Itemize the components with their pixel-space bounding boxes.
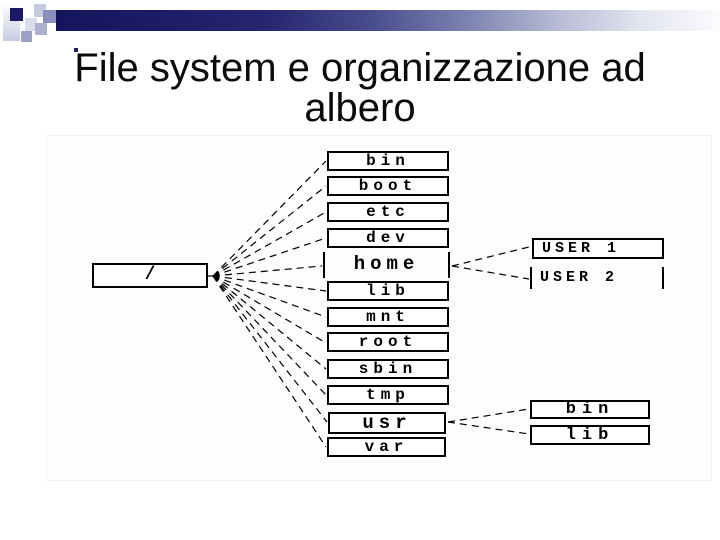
connector-root-dev xyxy=(212,237,327,277)
connector-root-var xyxy=(212,275,327,448)
node-bin: bin xyxy=(327,151,449,171)
node-usr: usr xyxy=(328,412,446,434)
connector-root-root xyxy=(212,275,327,344)
node-usr-bin: bin xyxy=(530,400,650,419)
node-user2: USER 2 xyxy=(530,267,664,289)
node-home: home xyxy=(323,252,450,278)
deco-square xyxy=(21,31,32,42)
connector-usr-bin xyxy=(447,408,530,423)
connector-root-mnt xyxy=(212,275,327,318)
connector-root-lib xyxy=(212,275,327,292)
node-tmp: tmp xyxy=(327,385,449,405)
connector-root-usr xyxy=(212,275,328,423)
deco-square xyxy=(25,18,37,31)
node-boot: boot xyxy=(327,176,449,196)
node-root: / xyxy=(92,263,208,288)
node-user1: USER 1 xyxy=(532,238,664,259)
node-var: var xyxy=(327,437,446,457)
connector-usr-lib xyxy=(447,421,530,435)
node-etc: etc xyxy=(327,202,449,222)
node-lib: lib xyxy=(327,281,449,301)
connector-home-user1 xyxy=(451,246,530,267)
connector-root-home xyxy=(212,265,323,277)
deco-square xyxy=(74,48,78,52)
deco-square xyxy=(10,8,23,21)
slide-title: File system e organizzazione ad albero xyxy=(74,46,646,130)
connector-home-user2 xyxy=(451,265,530,280)
node-usr-lib: lib xyxy=(530,425,650,445)
node-dev: dev xyxy=(327,228,449,248)
node-sbin: sbin xyxy=(327,359,449,379)
connector-root-bin xyxy=(212,160,327,277)
connector-root-tmp xyxy=(212,275,327,396)
deco-square xyxy=(35,23,47,35)
connector-root-boot xyxy=(212,185,327,277)
deco-square xyxy=(43,10,56,23)
node-root-dir: root xyxy=(327,332,449,352)
header-gradient-bar xyxy=(56,10,720,31)
connector-root-sbin xyxy=(212,275,327,370)
connector-root-etc xyxy=(212,211,327,277)
node-mnt: mnt xyxy=(327,307,449,327)
